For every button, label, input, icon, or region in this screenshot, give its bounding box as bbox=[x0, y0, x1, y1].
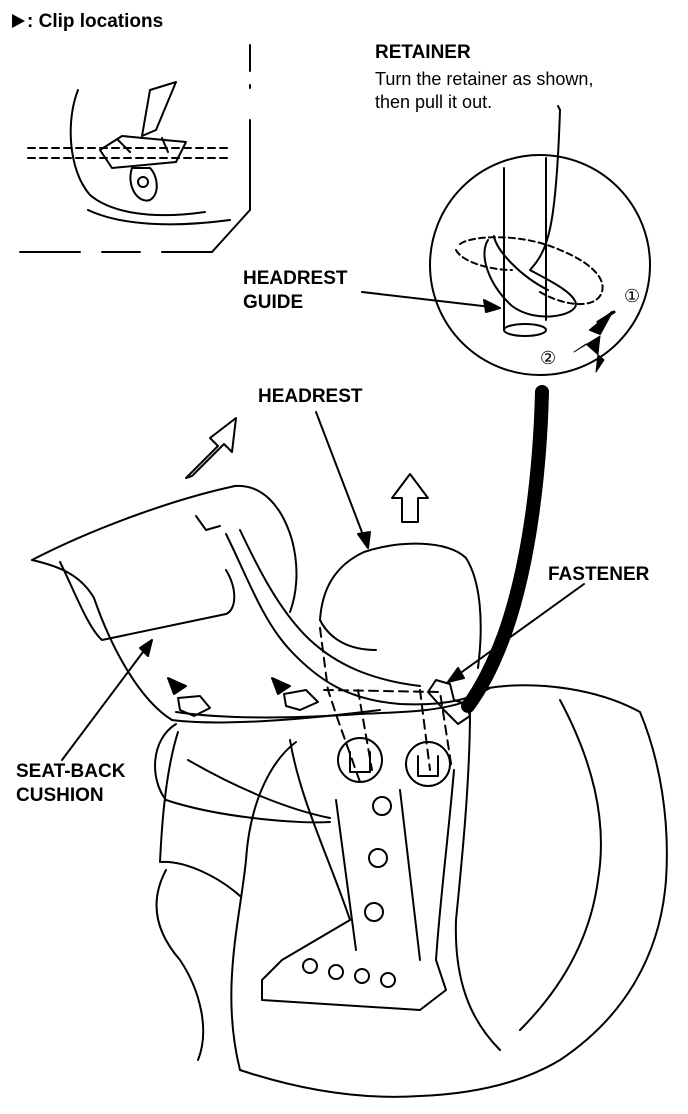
clip-inset bbox=[19, 44, 251, 253]
retainer-label: RETAINER bbox=[375, 42, 471, 63]
headrest-label: HEADREST bbox=[258, 386, 363, 407]
seat-frame bbox=[154, 542, 668, 1098]
retainer-detail bbox=[429, 105, 651, 376]
seatback-cushion-label-line1: SEAT-BACK bbox=[16, 761, 126, 782]
retainer-note-line2: then pull it out. bbox=[375, 92, 493, 112]
clip-locations-legend: : Clip locations bbox=[12, 11, 163, 33]
step-marker-1: ① bbox=[624, 286, 640, 306]
headrest-guide-label-line2: GUIDE bbox=[243, 292, 304, 313]
retainer-note-line1: Turn the retainer as shown, bbox=[375, 69, 594, 89]
headrest-guide-label-line1: HEADREST bbox=[243, 268, 348, 289]
legend-text: : Clip locations bbox=[27, 11, 164, 32]
fastener-label: FASTENER bbox=[548, 564, 650, 585]
headrest-part bbox=[31, 484, 491, 724]
seatback-cushion-label-line2: CUSHION bbox=[16, 785, 104, 806]
clip-marker-triangle-icon bbox=[12, 14, 25, 28]
step-marker-2: ② bbox=[540, 348, 556, 368]
